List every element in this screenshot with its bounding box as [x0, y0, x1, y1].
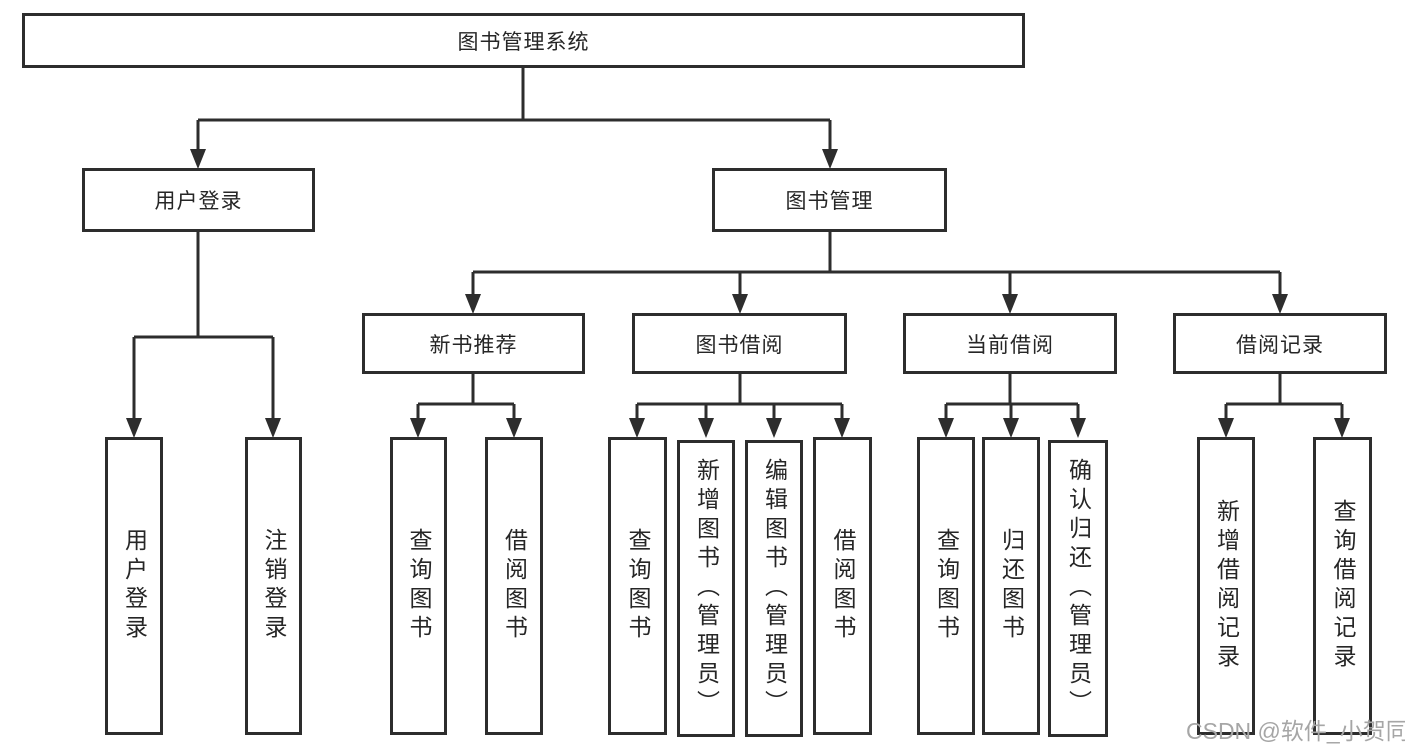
arrowhead	[410, 418, 426, 438]
leaf-logout: 注销登录	[245, 437, 302, 735]
arrowhead	[1218, 418, 1234, 438]
connector-current-branch	[944, 374, 1080, 420]
connector-book-mgmt-branch	[471, 232, 1282, 295]
leaf-borrow-add-admin: 新增图书（管理员）	[677, 440, 735, 737]
arrowhead	[190, 149, 206, 169]
connector-records-branch	[1224, 374, 1344, 420]
arrowhead	[698, 418, 714, 438]
arrowhead	[1003, 418, 1019, 438]
arrowhead	[465, 294, 481, 314]
node-borrow-records: 借阅记录	[1173, 313, 1387, 374]
arrowhead	[732, 294, 748, 314]
arrowhead	[834, 418, 850, 438]
leaf-records-query: 查询借阅记录	[1313, 437, 1372, 735]
leaf-user-login: 用户登录	[105, 437, 163, 735]
node-user-login: 用户登录	[82, 168, 315, 232]
node-book-borrow: 图书借阅	[632, 313, 847, 374]
arrowhead	[265, 418, 281, 438]
node-current-borrow: 当前借阅	[903, 313, 1117, 374]
leaf-current-query: 查询图书	[917, 437, 975, 735]
leaf-newbook-query: 查询图书	[390, 437, 447, 735]
arrowhead	[1002, 294, 1018, 314]
node-book-management: 图书管理	[712, 168, 947, 232]
arrowhead	[1334, 418, 1350, 438]
arrowhead	[938, 418, 954, 438]
leaf-current-confirm-admin: 确认归还（管理员）	[1048, 440, 1108, 737]
node-library-system: 图书管理系统	[22, 13, 1025, 68]
leaf-newbook-borrow: 借阅图书	[485, 437, 543, 735]
connector-user-login-branch	[132, 232, 275, 420]
arrowhead	[1272, 294, 1288, 314]
arrowhead	[629, 418, 645, 438]
leaf-current-return: 归还图书	[982, 437, 1040, 735]
node-new-book-recommend: 新书推荐	[362, 313, 585, 374]
connector-new-book-branch	[416, 374, 516, 420]
arrowhead	[1070, 418, 1086, 438]
csdn-watermark: CSDN @软件_小贺同学	[1186, 718, 1405, 744]
arrowhead	[822, 149, 838, 169]
leaf-records-add: 新增借阅记录	[1197, 437, 1255, 735]
leaf-borrow-query: 查询图书	[608, 437, 667, 735]
arrowhead	[126, 418, 142, 438]
arrowhead	[506, 418, 522, 438]
arrowhead	[766, 418, 782, 438]
leaf-borrow-edit-admin: 编辑图书（管理员）	[745, 440, 803, 737]
connector-root-to-level2	[196, 68, 832, 150]
leaf-borrow-book: 借阅图书	[813, 437, 872, 735]
connector-borrow-branch	[635, 374, 844, 420]
